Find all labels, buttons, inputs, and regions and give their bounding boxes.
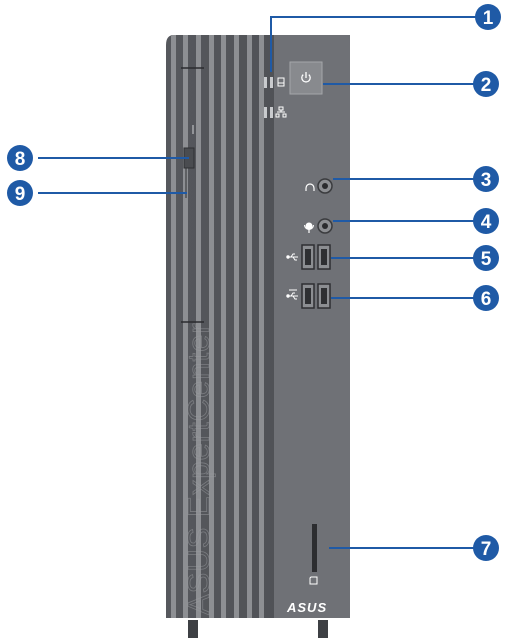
callout-number: 6 (481, 289, 492, 310)
callout-number: 3 (481, 170, 492, 191)
callout-badge (473, 245, 499, 271)
callout-badge (475, 4, 501, 30)
grille-slat (247, 35, 252, 618)
callout-8: 8 (7, 145, 33, 171)
callout-number: 4 (481, 212, 492, 233)
microphone-icon (304, 222, 314, 233)
front-grille (171, 35, 264, 618)
grille-slat (171, 35, 176, 618)
grille-slat (259, 35, 264, 618)
leader-line-1 (270, 16, 476, 72)
callout-1: 1 (475, 4, 501, 30)
microphone-jack[interactable] (317, 218, 333, 234)
card-reader-slot[interactable] (312, 524, 317, 572)
grille-slat (221, 35, 226, 618)
usb3-port[interactable] (317, 283, 331, 309)
callout-3: 3 (473, 166, 499, 192)
callout-5: 5 (473, 245, 499, 271)
right-foot (318, 620, 328, 638)
asus-logo: ASUS (286, 600, 327, 615)
grille-slat (183, 35, 188, 618)
callout-number: 2 (481, 75, 492, 96)
callout-badge (473, 535, 499, 561)
callout-badge (7, 180, 33, 206)
callout-number: 1 (483, 8, 494, 29)
card-reader-icon (309, 576, 318, 585)
callout-number: 7 (481, 539, 492, 560)
usb-icon (286, 253, 298, 261)
callout-9: 9 (7, 180, 33, 206)
callout-badge (7, 145, 33, 171)
grille-slat (209, 35, 214, 618)
callout-4: 4 (473, 208, 499, 234)
brand-vertical-text: ASUS ExpertCenter (181, 322, 216, 615)
lan-led (270, 107, 273, 118)
callout-number: 5 (481, 249, 492, 270)
lan-led-icon (275, 106, 287, 118)
grille-slat (234, 35, 239, 618)
usb-port[interactable] (301, 244, 315, 270)
callout-number: 8 (15, 149, 26, 170)
callout-badge (473, 285, 499, 311)
usb3-icon (286, 289, 298, 300)
callout-7: 7 (473, 535, 499, 561)
headphone-icon (305, 183, 315, 191)
front-ports: ASUS (264, 61, 333, 615)
usb3-port[interactable] (301, 283, 315, 309)
callout-number: 9 (15, 184, 26, 205)
headphone-jack[interactable] (317, 178, 333, 194)
lan-led (264, 107, 267, 118)
callout-badge (473, 208, 499, 234)
callout-6: 6 (473, 285, 499, 311)
hdd-led (264, 77, 267, 88)
hdd-led-icon (277, 77, 285, 87)
callout-badges: 1 2 3 4 5 6 7 8 9 (7, 4, 501, 561)
leader-lines (38, 16, 476, 549)
grille-slat (196, 35, 201, 618)
hdd-led (270, 77, 273, 88)
left-foot (188, 620, 198, 638)
power-icon (301, 72, 311, 83)
callout-badge (473, 166, 499, 192)
power-button[interactable] (289, 61, 323, 95)
callout-2: 2 (473, 71, 499, 97)
callout-badge (473, 71, 499, 97)
usb-port[interactable] (317, 244, 331, 270)
